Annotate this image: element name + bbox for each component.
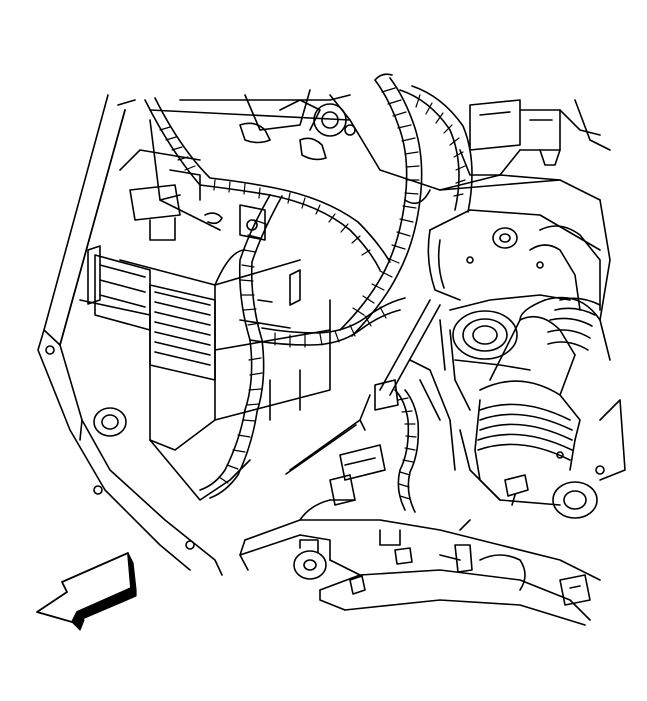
electrical-connectors — [130, 170, 300, 328]
fender-rail — [38, 95, 222, 575]
belt-pulleys — [428, 228, 604, 518]
sensor-pigtail-ribs — [398, 398, 416, 499]
wiring-harness-left-ribs — [160, 127, 386, 483]
arrow-down-left-icon — [37, 553, 136, 630]
struts — [380, 300, 455, 470]
wiring-harness-right-ribs — [353, 88, 465, 315]
upper-right-structure — [430, 100, 610, 320]
hose-clip — [505, 475, 528, 505]
wiring-harness-left — [145, 98, 405, 498]
front-crossmember — [240, 500, 600, 625]
sensor-with-pigtail — [286, 380, 418, 512]
control-module — [88, 246, 215, 380]
air-intake-duct — [460, 226, 625, 505]
fender-hole — [94, 408, 126, 436]
